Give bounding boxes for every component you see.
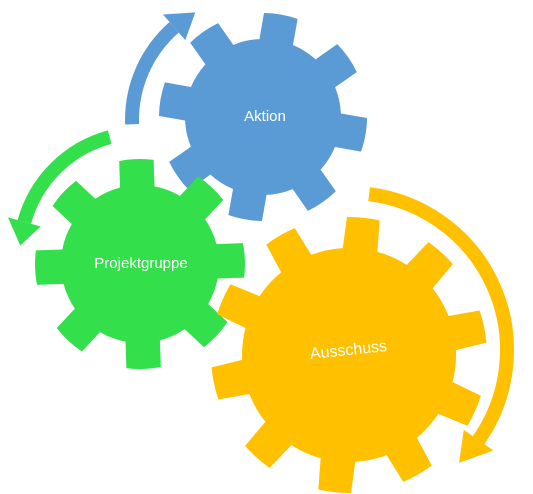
gear-ausschuss-shape: [211, 216, 487, 494]
gear-projektgruppe: Projektgruppe: [35, 159, 245, 369]
arrowhead: [7, 217, 41, 246]
cycle-arrows: [7, 12, 514, 463]
gear-projektgruppe-shape: [35, 159, 245, 369]
gear-projektgruppe-label: Projektgruppe: [94, 255, 187, 272]
arrow-body: [368, 187, 514, 445]
curved-arrow-green: [7, 130, 112, 246]
curved-arrow-blue: [125, 12, 196, 125]
arrow-body: [125, 22, 179, 125]
gear-aktion-shape: [159, 13, 367, 221]
arrowhead: [459, 429, 494, 463]
arrow-body: [17, 130, 112, 224]
gear-aktion-label: Aktion: [244, 108, 286, 125]
arrowhead: [162, 12, 196, 41]
curved-arrow-yellow: [368, 187, 514, 463]
gear-aktion: Aktion: [159, 13, 367, 221]
gear-ausschuss: Ausschuss: [211, 216, 487, 494]
